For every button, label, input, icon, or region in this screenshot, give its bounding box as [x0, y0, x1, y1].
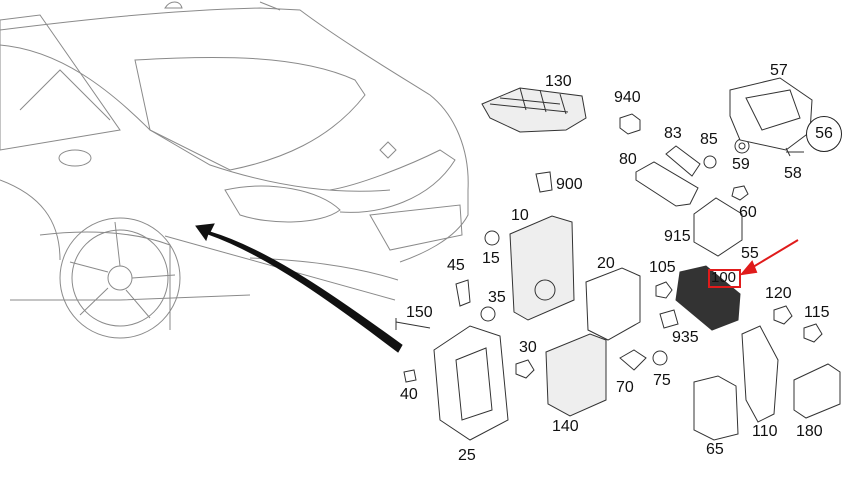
callout-150: 150: [406, 304, 433, 321]
part-15-nut: [484, 230, 500, 246]
callout-15: 15: [482, 250, 500, 267]
callout-120: 120: [765, 285, 792, 302]
part-105-nut: [655, 281, 673, 299]
part-935-connector: [659, 309, 679, 329]
callout-110: 110: [752, 423, 778, 440]
highlight-arrow: [739, 239, 799, 276]
part-130-tray: [481, 87, 587, 133]
callout-100-highlight-box: [708, 269, 741, 288]
callout-60: 60: [739, 204, 757, 221]
callout-180: 180: [796, 423, 823, 440]
part-110-bracket: [741, 325, 779, 423]
part-150-bolt: [395, 318, 431, 330]
callout-58: 58: [784, 165, 802, 182]
callout-55: 55: [741, 245, 759, 262]
part-30-nut: [515, 359, 535, 379]
part-180-module: [793, 363, 841, 419]
part-45-clip: [455, 279, 471, 307]
callout-935: 935: [672, 329, 699, 346]
callout-130: 130: [545, 73, 572, 90]
part-83-sensor: [665, 145, 701, 177]
vehicle-outline: [0, 1, 469, 339]
location-arrow: [195, 223, 403, 353]
callout-900: 900: [556, 176, 583, 193]
callout-80: 80: [619, 151, 637, 168]
callout-140: 140: [552, 418, 579, 435]
parts: [395, 77, 841, 441]
callout-83: 83: [664, 125, 682, 142]
part-40-nut: [403, 369, 417, 383]
callout-10: 10: [511, 207, 529, 224]
part-100-module: [675, 265, 741, 331]
callout-35: 35: [488, 289, 506, 306]
part-55-module: [693, 197, 743, 257]
callout-25: 25: [458, 447, 476, 464]
part-65-module: [693, 375, 739, 441]
part-70-connector: [619, 349, 647, 371]
part-10-unit: [509, 215, 575, 321]
part-140-unit: [545, 333, 607, 417]
callout-115: 115: [804, 304, 830, 321]
part-20-module: [585, 267, 641, 341]
callout-105: 105: [649, 259, 676, 276]
callout-75: 75: [653, 372, 671, 389]
part-25-bracket: [433, 325, 509, 441]
callout-940: 940: [614, 89, 641, 106]
part-900-connector: [535, 171, 553, 193]
part-75-nut: [652, 350, 668, 366]
callout-20: 20: [597, 255, 615, 272]
part-120-nut: [773, 305, 793, 325]
part-940-connector: [619, 113, 641, 135]
callout-56: 56: [806, 116, 842, 152]
callout-915: 915: [664, 228, 691, 245]
part-85-nut: [703, 155, 717, 169]
part-80-module: [635, 161, 699, 207]
callout-100: 100: [711, 269, 737, 286]
callout-30: 30: [519, 339, 537, 356]
callout-65: 65: [706, 441, 724, 458]
callout-57: 57: [770, 62, 788, 79]
callout-70: 70: [616, 379, 634, 396]
callout-85: 85: [700, 131, 718, 148]
part-58-bolt: [785, 147, 804, 157]
callout-45: 45: [447, 257, 465, 274]
callout-59: 59: [732, 156, 750, 173]
part-57-bracket: [729, 77, 813, 151]
part-60-nut: [731, 185, 749, 201]
callout-40: 40: [400, 386, 418, 403]
part-115-nut: [803, 323, 823, 343]
part-35-washer: [480, 306, 496, 322]
